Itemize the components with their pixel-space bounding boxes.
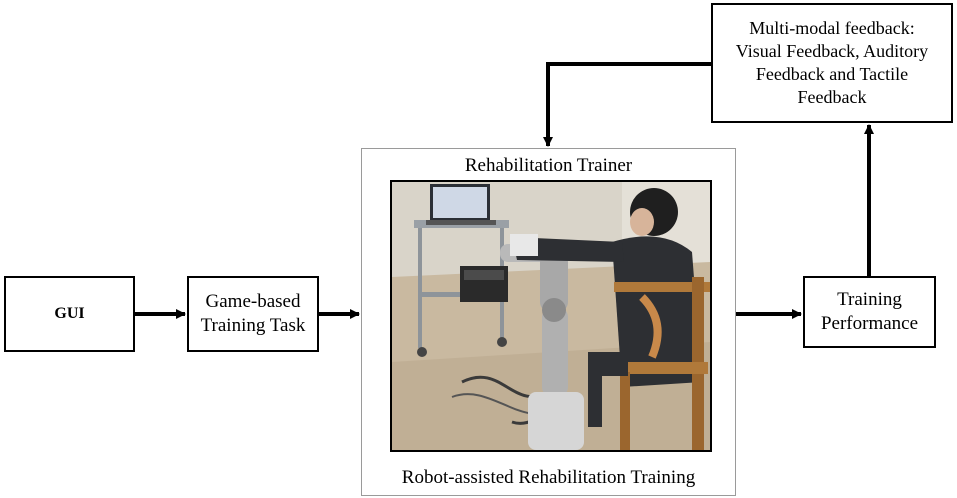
photo-illustration (392, 182, 710, 450)
feedback-label-line2: Visual Feedback, Auditory (735, 41, 929, 61)
training-task-box: Game-based Training Task (187, 276, 319, 352)
trainer-title: Rehabilitation Trainer (464, 155, 633, 176)
feedback-label-line3: Feedback and Tactile (755, 64, 909, 84)
training-task-label-line2: Training Task (200, 315, 306, 336)
gui-box: GUI (4, 276, 135, 352)
training-performance-label-line1: Training (837, 289, 902, 310)
rehabilitation-photo (390, 180, 712, 452)
training-performance-label-line2: Performance (820, 313, 919, 334)
training-performance-box: Training Performance (803, 276, 936, 348)
arrow-feedback-to-trainer (543, 62, 711, 147)
feedback-label-line1: Multi-modal feedback: (749, 18, 915, 38)
multimodal-feedback-box: Multi-modal feedback: Visual Feedback, A… (711, 3, 953, 123)
training-task-label-line1: Game-based (205, 291, 301, 312)
trainer-caption: Robot-assisted Rehabilitation Training (401, 467, 696, 488)
gui-label: GUI (54, 305, 85, 322)
feedback-label-line4: Feedback (797, 87, 867, 107)
rehabilitation-trainer-box: Rehabilitation Trainer (361, 148, 736, 496)
